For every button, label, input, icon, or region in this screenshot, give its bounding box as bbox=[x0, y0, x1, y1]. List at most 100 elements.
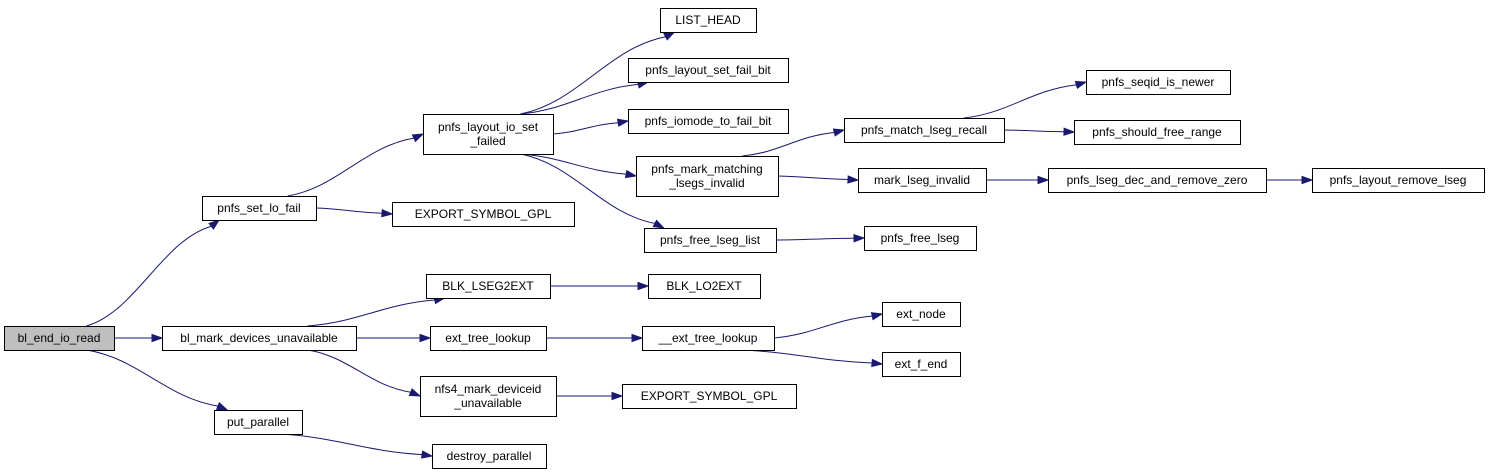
arrowhead-icon bbox=[208, 219, 221, 230]
node-box bbox=[648, 274, 761, 299]
node-box bbox=[864, 226, 977, 251]
node-destroy-parallel[interactable]: destroy_parallel bbox=[432, 444, 547, 469]
node-pnfs-should-free-range[interactable]: pnfs_should_free_range bbox=[1074, 120, 1241, 145]
arrowhead-icon bbox=[847, 175, 860, 184]
node-label: BLK_LO2EXT bbox=[666, 279, 742, 293]
node-pnfs-free-lseg[interactable]: pnfs_free_lseg bbox=[864, 226, 977, 251]
node-label: pnfs_layout_io_set bbox=[438, 120, 539, 134]
arrowhead-icon bbox=[871, 358, 884, 368]
node-box bbox=[628, 109, 789, 134]
node-label: __ext_tree_lookup bbox=[658, 331, 758, 345]
node-ext-node[interactable]: ext_node bbox=[882, 302, 961, 327]
arrowhead-icon bbox=[1301, 175, 1314, 185]
arrowhead-icon bbox=[616, 118, 630, 127]
node-blk-lo2ext[interactable]: BLK_LO2EXT bbox=[648, 274, 761, 299]
node-blk-lseg2ext[interactable]: BLK_LSEG2EXT bbox=[426, 274, 551, 299]
node-pnfs-iomode-to-fail-bit[interactable]: pnfs_iomode_to_fail_bit bbox=[628, 109, 789, 134]
node-box bbox=[392, 202, 575, 227]
node-label: _lsegs_invalid bbox=[668, 176, 744, 190]
edge-line bbox=[520, 153, 627, 175]
edge-pnfs_layout_io_set_failed-to-pnfs_iomode_to_fail_bit bbox=[552, 118, 630, 135]
node-put-parallel[interactable]: put_parallel bbox=[214, 410, 303, 435]
arrowhead-icon bbox=[1037, 175, 1050, 185]
node-nfs4-mark-deviceid-unavailable[interactable]: nfs4_mark_deviceid_unavailable bbox=[420, 376, 557, 417]
node-label: pnfs_seqid_is_newer bbox=[1102, 75, 1215, 89]
edge-bl_end_io_read-to-put_parallel bbox=[86, 349, 229, 411]
node-box bbox=[636, 156, 779, 197]
arrowhead-icon bbox=[611, 391, 624, 401]
arrowhead-icon bbox=[408, 388, 422, 397]
arrowhead-icon bbox=[853, 234, 866, 243]
edge-pnfs_layout_io_set_failed-to-pnfs_free_lseg_list bbox=[520, 153, 666, 229]
node-pnfs-match-lseg-recall[interactable]: pnfs_match_lseg_recall bbox=[844, 118, 1005, 143]
edge-line bbox=[315, 207, 383, 214]
node-export-symbol-gpl-2[interactable]: EXPORT_SYMBOL_GPL bbox=[622, 384, 797, 409]
node-box bbox=[202, 196, 317, 221]
node-label: ext_f_end bbox=[895, 357, 948, 371]
node-pnfs-lseg-dec-and-remove-zero[interactable]: pnfs_lseg_dec_and_remove_zero bbox=[1048, 168, 1267, 193]
node-ext-tree-lookup[interactable]: ext_tree_lookup bbox=[430, 326, 547, 351]
node-label: pnfs_lseg_dec_and_remove_zero bbox=[1067, 173, 1248, 187]
node-pnfs-seqid-is-newer[interactable]: pnfs_seqid_is_newer bbox=[1086, 70, 1231, 95]
edge-line bbox=[742, 131, 835, 157]
edges-layer bbox=[86, 31, 1314, 459]
edge-line bbox=[86, 349, 219, 407]
arrowhead-icon bbox=[652, 219, 666, 229]
node-pnfs-layout-remove-lseg[interactable]: pnfs_layout_remove_lseg bbox=[1312, 168, 1485, 193]
node-label: pnfs_free_lseg_list bbox=[660, 233, 761, 247]
node-list-head[interactable]: LIST_HEAD bbox=[660, 8, 757, 33]
node-label: pnfs_free_lseg bbox=[881, 231, 960, 245]
node-label: pnfs_mark_matching bbox=[651, 162, 762, 176]
edge-line bbox=[287, 137, 414, 197]
edge-pnfs_match_lseg_recall-to-pnfs_should_free_range bbox=[1003, 127, 1076, 136]
edge-line bbox=[520, 153, 656, 224]
node-box bbox=[162, 326, 357, 351]
node-box bbox=[660, 8, 757, 33]
arrowhead-icon bbox=[419, 333, 432, 343]
edge-bl_mark_devices_unavailable-to-ext_tree_lookup bbox=[355, 333, 432, 343]
node-label: pnfs_set_lo_fail bbox=[217, 201, 300, 215]
node-box bbox=[622, 384, 797, 409]
node-box bbox=[432, 444, 547, 469]
node-export-symbol-gpl-1[interactable]: EXPORT_SYMBOL_GPL bbox=[392, 202, 575, 227]
node-pnfs-set-lo-fail[interactable]: pnfs_set_lo_fail bbox=[202, 196, 317, 221]
edge-bl_end_io_read-to-pnfs_set_lo_fail bbox=[86, 219, 221, 327]
arrowhead-icon bbox=[215, 402, 229, 411]
edge-pnfs_layout_io_set_failed-to-list_head bbox=[520, 31, 676, 115]
node-pnfs-free-lseg-list[interactable]: pnfs_free_lseg_list bbox=[644, 228, 777, 253]
node-box bbox=[4, 326, 115, 351]
arrowhead-icon bbox=[870, 312, 884, 321]
node-bl-mark-devices-unavailable[interactable]: bl_mark_devices_unavailable bbox=[162, 326, 357, 351]
arrowhead-icon bbox=[381, 208, 394, 218]
edge-__ext_tree_lookup-to-ext_node bbox=[773, 312, 884, 339]
arrowhead-icon bbox=[631, 333, 644, 343]
edge-blk_lseg2ext-to-blk_lo2ext bbox=[549, 281, 650, 291]
edge-line bbox=[520, 36, 666, 115]
node-label: pnfs_should_free_range bbox=[1092, 125, 1222, 139]
node-label: BLK_LSEG2EXT bbox=[442, 279, 534, 293]
edge-bl_end_io_read-to-bl_mark_devices_unavailable bbox=[113, 333, 164, 343]
node-label: bl_end_io_read bbox=[18, 331, 101, 345]
arrowhead-icon bbox=[421, 450, 434, 459]
node-label: EXPORT_SYMBOL_GPL bbox=[641, 389, 778, 403]
node-box bbox=[426, 274, 551, 299]
node-box bbox=[420, 376, 557, 417]
node-label: pnfs_iomode_to_fail_bit bbox=[645, 114, 772, 128]
node-label: ext_tree_lookup bbox=[445, 331, 531, 345]
arrowhead-icon bbox=[151, 333, 164, 343]
node-pnfs-layout-set-fail-bit[interactable]: pnfs_layout_set_fail_bit bbox=[628, 58, 789, 83]
node-pnfs-mark-matching-lsegs-invalid[interactable]: pnfs_mark_matching_lsegs_invalid bbox=[636, 156, 779, 197]
node-bl-end-io-read: bl_end_io_read bbox=[4, 326, 115, 351]
node---ext-tree-lookup[interactable]: __ext_tree_lookup bbox=[642, 326, 775, 351]
node-ext-f-end[interactable]: ext_f_end bbox=[882, 352, 961, 377]
node-box bbox=[642, 326, 775, 351]
node-label: pnfs_match_lseg_recall bbox=[861, 123, 987, 137]
edge-__ext_tree_lookup-to-ext_f_end bbox=[740, 349, 884, 368]
node-mark-lseg-invalid[interactable]: mark_lseg_invalid bbox=[858, 168, 987, 193]
node-pnfs-layout-io-set-failed[interactable]: pnfs_layout_io_set_failed bbox=[423, 114, 554, 155]
node-label: destroy_parallel bbox=[447, 449, 532, 463]
node-box bbox=[1312, 168, 1485, 193]
edge-pnfs_set_lo_fail-to-export_symbol_gpl_1 bbox=[315, 207, 394, 218]
arrowhead-icon bbox=[624, 169, 638, 179]
